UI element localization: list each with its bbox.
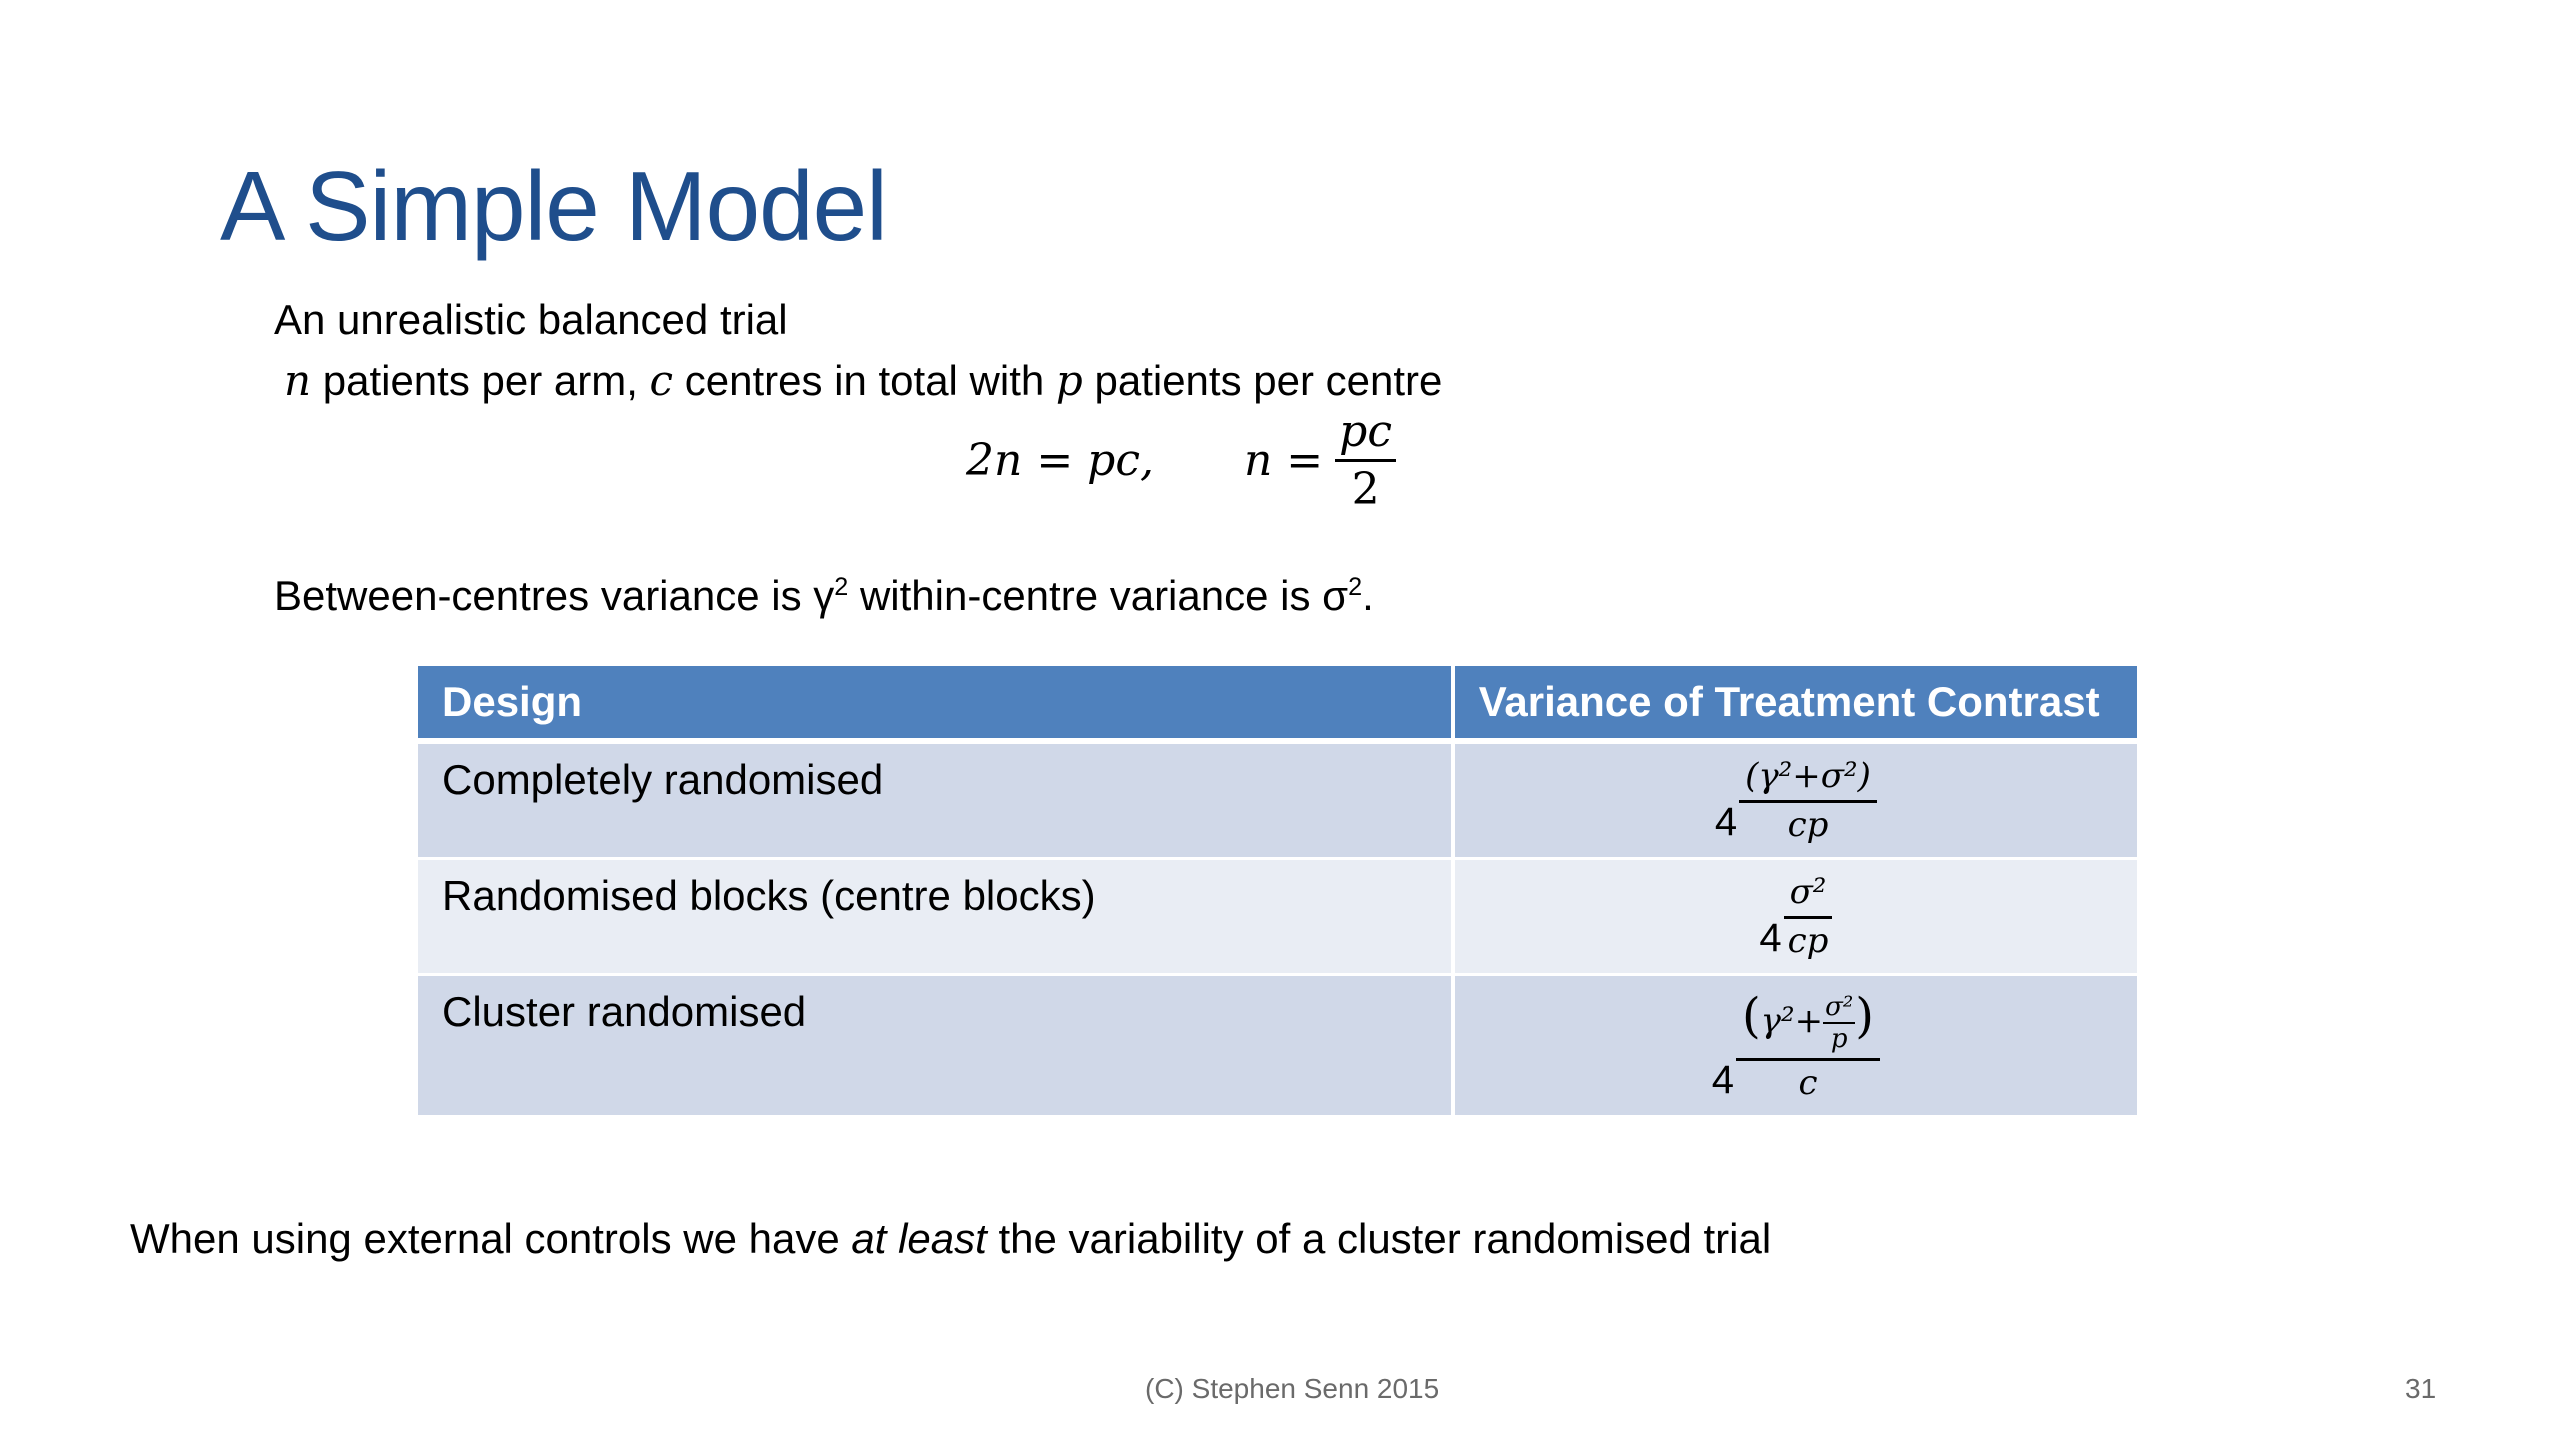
variance-statement: Between-centres variance is γ2 within-ce… <box>274 572 1374 620</box>
formula-coefficient: 4 <box>1759 916 1782 960</box>
var-n: n <box>284 356 312 405</box>
table-row: Completely randomised 4 (γ²+σ²) cp <box>418 741 2142 860</box>
formula-denominator: cp <box>1787 921 1829 961</box>
var-p: p <box>1055 356 1083 405</box>
text-segment: centres in total with <box>673 357 1056 404</box>
formula-cell: 4 σ² cp <box>1452 858 2142 976</box>
nested-numerator: σ² <box>1823 992 1856 1024</box>
text-segment: patients per arm, <box>311 357 650 404</box>
equation-fraction: pc 2 <box>1335 406 1396 515</box>
page-number: 31 <box>2405 1373 2437 1404</box>
nested-denominator: p <box>1830 1024 1848 1054</box>
var-c: c <box>649 356 674 405</box>
text-segment: within-centre variance is σ <box>848 572 1349 619</box>
formula-fraction: (γ²+σ²) cp <box>1739 756 1877 845</box>
paren-left: ( <box>1741 988 1761 1044</box>
text-segment: When using external controls we have <box>130 1215 852 1262</box>
formula-numerator: σ² <box>1783 872 1833 919</box>
formula-coefficient: 4 <box>1711 1058 1734 1102</box>
intro-line-1: An unrealistic balanced trial <box>274 296 788 343</box>
page-title: A Simple Model <box>220 151 888 261</box>
superscript: 2 <box>1348 573 1363 601</box>
text-segment: the variability of a cluster randomised … <box>986 1215 1772 1262</box>
design-cell: Randomised blocks (centre blocks) <box>418 858 1455 976</box>
text-segment: patients per centre <box>1082 357 1443 404</box>
footer-copyright: (C) Stephen Senn 2015 <box>1145 1373 1440 1404</box>
fraction-denominator: 2 <box>1351 463 1380 515</box>
formula: 4 σ² cp <box>1759 872 1833 961</box>
design-variance-table: Design Variance of Treatment Contrast Co… <box>418 666 2142 1118</box>
formula-coefficient: 4 <box>1714 800 1738 844</box>
header-variance: Variance of Treatment Contrast <box>1452 666 2142 744</box>
conclusion-statement: When using external controls we have at … <box>130 1215 1771 1263</box>
numerator-term: γ²+ <box>1760 1001 1824 1041</box>
formula-cell: 4 (γ²+σ²) cp <box>1452 741 2142 860</box>
equation-rhs-prefix: n = <box>1243 434 1324 486</box>
equation-lhs: 2n = pc, <box>966 434 1154 486</box>
intro-line-2: n patients per arm, c centres in total w… <box>284 356 1442 405</box>
text-segment: . <box>1362 572 1374 619</box>
formula-numerator: (γ²+σ²) <box>1739 756 1877 803</box>
superscript: 2 <box>834 573 849 601</box>
formula: 4 (γ²+σ²) cp <box>1715 756 1877 845</box>
fraction-numerator: pc <box>1335 406 1396 462</box>
emphasis: at least <box>851 1215 987 1262</box>
header-design: Design <box>418 666 1455 744</box>
table-row: Randomised blocks (centre blocks) 4 σ² c… <box>418 858 2142 976</box>
formula-fraction: σ² cp <box>1783 872 1833 961</box>
design-cell: Cluster randomised <box>418 974 1455 1118</box>
equation-row: 2n = pc, n = pc 2 <box>966 405 1396 515</box>
design-cell: Completely randomised <box>418 741 1455 860</box>
formula-denominator: c <box>1798 1063 1818 1103</box>
paren-right: ) <box>1855 988 1875 1044</box>
formula-denominator: cp <box>1787 805 1829 845</box>
text-segment: Between-centres variance is γ <box>274 572 835 619</box>
